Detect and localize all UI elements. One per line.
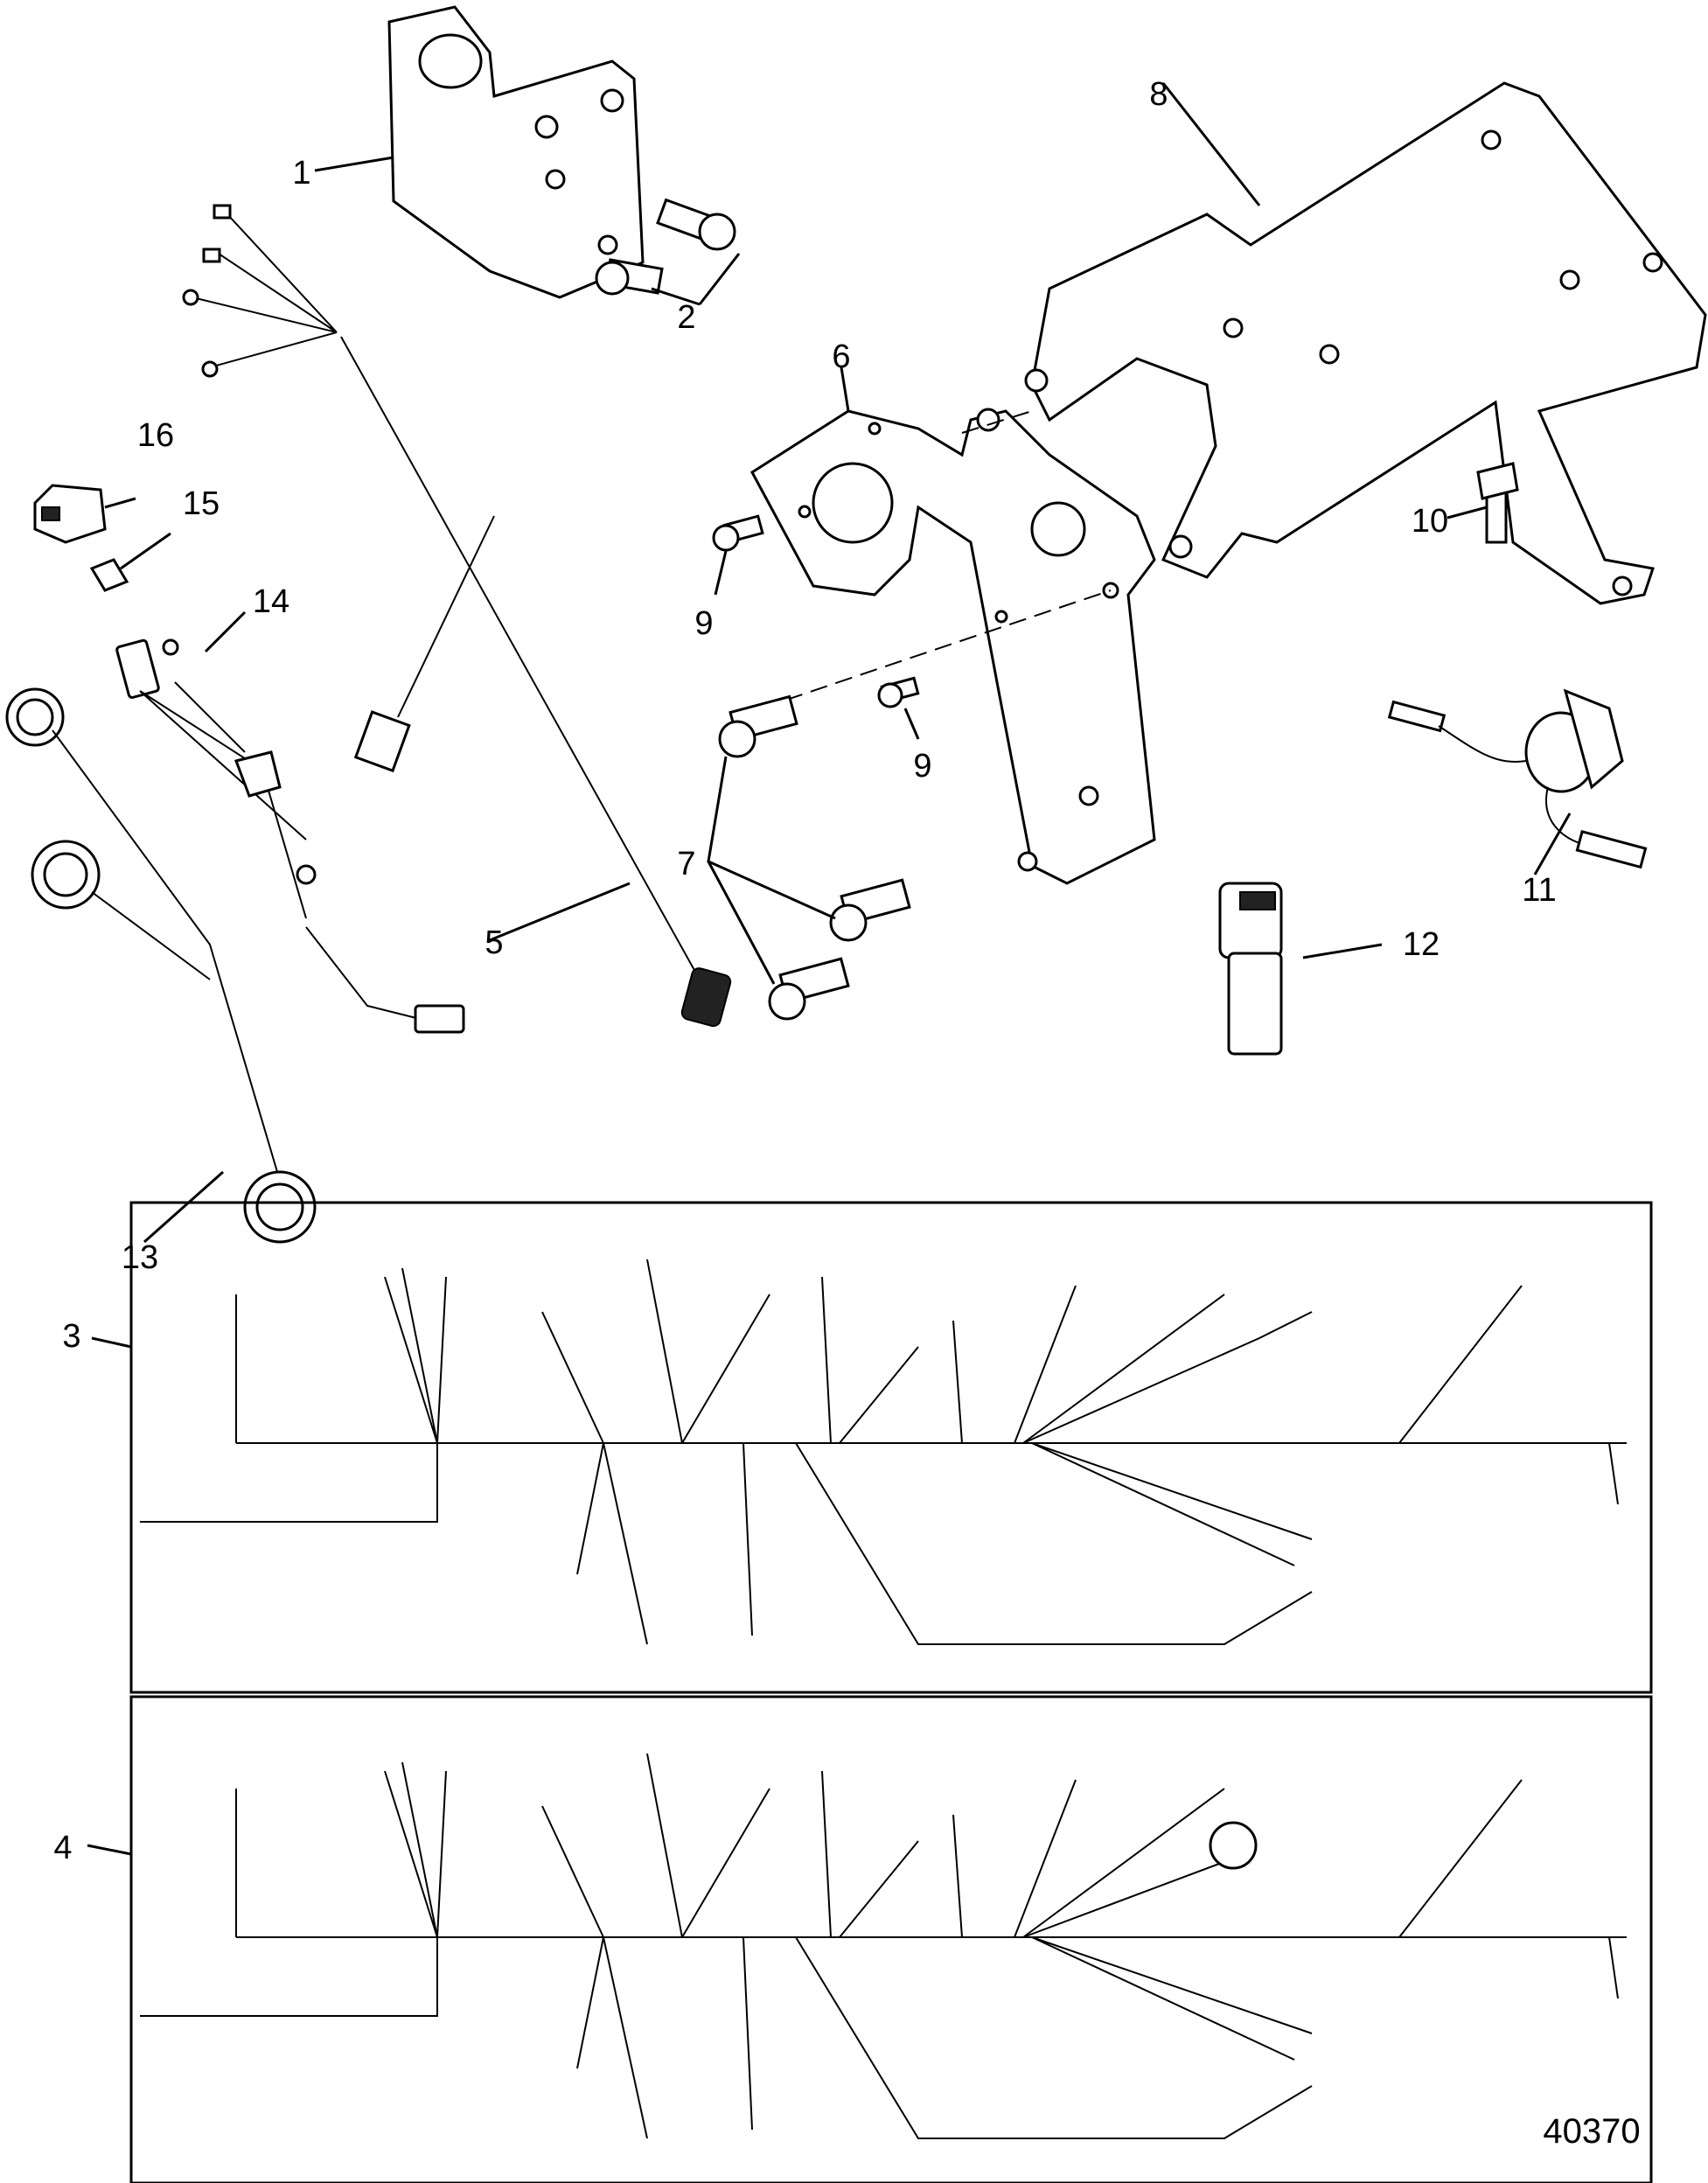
part-8-plate	[1024, 81, 1707, 605]
callout-5: 5	[485, 924, 503, 961]
part-6-bracket	[750, 408, 1156, 885]
callout-9a: 9	[694, 605, 713, 642]
part-11-sensor	[1387, 688, 1648, 869]
callout-3: 3	[62, 1318, 80, 1355]
part-16-relay	[33, 484, 107, 544]
callout-9b: 9	[913, 748, 931, 785]
callout-4: 4	[53, 1830, 72, 1866]
callout-14: 14	[253, 583, 289, 620]
part-14-harness	[115, 638, 465, 1034]
part-12-connector	[1218, 882, 1283, 1056]
part-9-bolts	[712, 514, 920, 708]
callout-1: 1	[292, 155, 310, 192]
part-4-harness-panel	[129, 1695, 1653, 2183]
callout-15: 15	[183, 485, 220, 522]
callout-8: 8	[1149, 76, 1168, 113]
part-15-fuse	[89, 558, 129, 592]
callout-16: 16	[137, 417, 174, 454]
callout-10: 10	[1412, 503, 1448, 540]
callout-12: 12	[1403, 926, 1440, 963]
part-10-bolt	[1476, 462, 1519, 544]
part-3-harness-panel	[129, 1201, 1653, 1694]
part-5-harness	[182, 204, 732, 1028]
part-1-bracket	[387, 5, 645, 299]
figure-number: 40370	[1543, 2112, 1640, 2151]
callout-7: 7	[677, 846, 695, 882]
part-2-bolts	[595, 198, 736, 296]
callout-13: 13	[122, 1239, 158, 1276]
callout-6: 6	[832, 338, 850, 375]
callout-11: 11	[1522, 872, 1556, 909]
callout-2: 2	[677, 299, 695, 336]
part-7-bolts	[718, 694, 911, 1021]
part-13-cable	[5, 687, 317, 1244]
